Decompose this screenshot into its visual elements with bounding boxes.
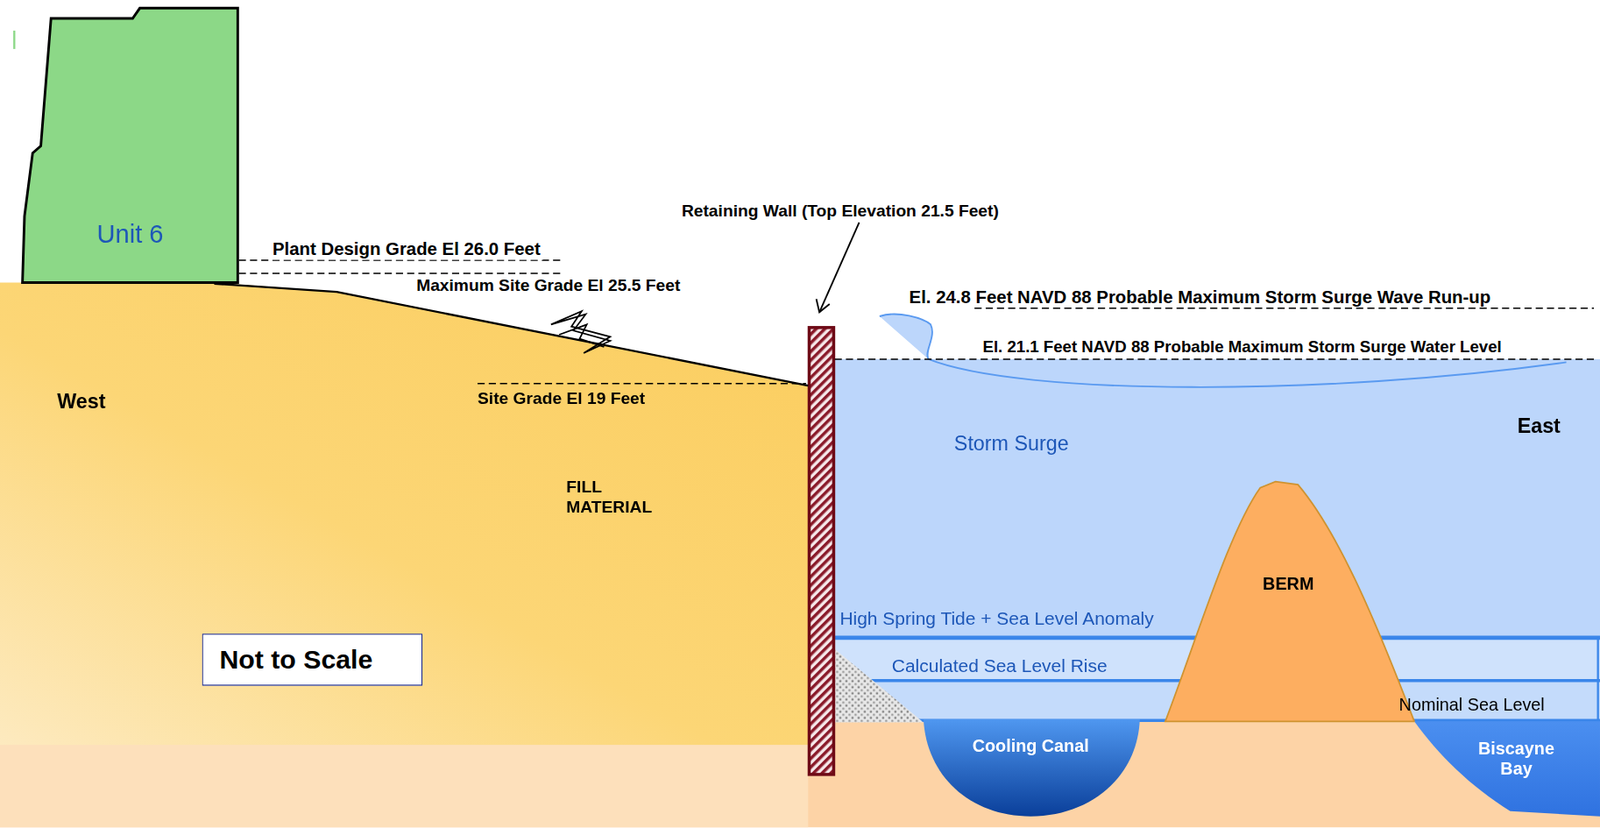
berm-shape: BERM	[1224, 572, 1353, 597]
material-label: FILL MATERIAL	[564, 477, 671, 517]
grade-label: Maximum Site Grade El 25.5 Feet	[414, 275, 683, 295]
band-label: Calculated Sea Level Rise	[889, 656, 1110, 678]
cooling-canal: Cooling Canal	[930, 734, 1131, 759]
node-text: BERM	[1226, 574, 1351, 596]
surge-label: Storm Surge	[952, 431, 1071, 456]
band-label: Nominal Sea Level	[1396, 694, 1547, 716]
node-text: Biscayne Bay	[1465, 738, 1567, 780]
band-label: High Spring Tide + Sea Level Anomaly	[837, 608, 1156, 630]
unit-building: Unit 6	[25, 216, 235, 252]
wall-callout: Retaining Wall (Top Elevation 21.5 Feet)	[679, 200, 1002, 220]
node-text: Unit 6	[27, 218, 233, 249]
grade-label: Site Grade El 19 Feet	[475, 389, 648, 409]
direction-label: East	[1515, 414, 1563, 439]
elevation-label: El. 21.1 Feet NAVD 88 Probable Maximum S…	[980, 337, 1504, 356]
elevation-label: El. 24.8 Feet NAVD 88 Probable Maximum S…	[906, 286, 1493, 307]
node-text: Not to Scale	[219, 644, 405, 676]
direction-label: West	[55, 389, 108, 414]
note-box: Not to Scale	[202, 633, 424, 687]
grade-label: Plant Design Grade El 26.0 Feet	[270, 239, 543, 260]
bay-region: Biscayne Bay	[1446, 736, 1586, 783]
node-text: Cooling Canal	[932, 736, 1129, 758]
